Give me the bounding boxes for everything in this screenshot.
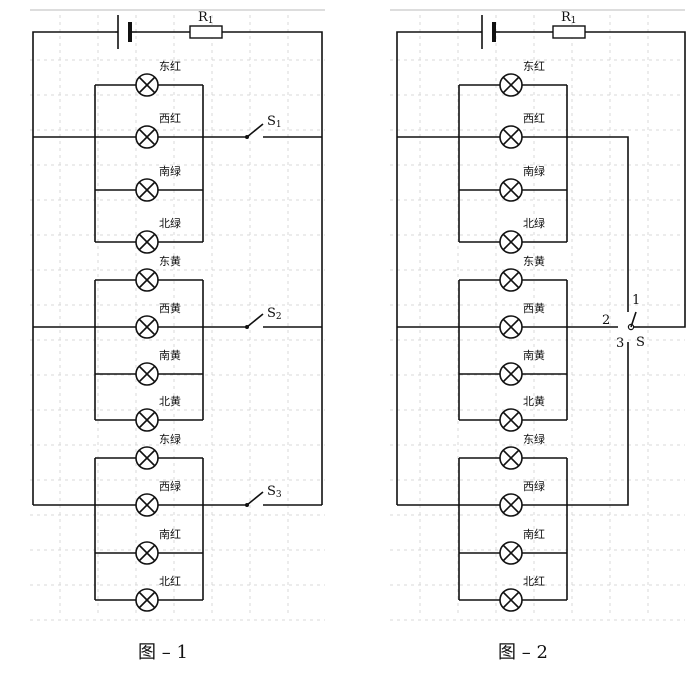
resistor-label-2: R1: [561, 10, 577, 26]
lamp: 西红: [459, 112, 567, 149]
wire-left-rail-2: [396, 31, 480, 505]
lamp-label: 东黄: [159, 254, 181, 268]
lamp-label: 西红: [159, 112, 181, 125]
resistor-label: R1: [198, 10, 214, 26]
battery: [115, 15, 137, 49]
resistor-r1-2: R1: [552, 10, 586, 39]
lamp-label: 南红: [159, 528, 181, 541]
lamp: 南红: [459, 528, 567, 565]
lamp-label: 南红: [523, 528, 545, 541]
lamp: 西绿: [95, 479, 203, 517]
switch-s3: S3: [245, 484, 282, 507]
lamp: 北绿: [95, 216, 203, 254]
lamp-label: 北黄: [523, 394, 545, 408]
lamp-label: 东绿: [159, 432, 181, 446]
resistor-r1: R1: [189, 10, 223, 39]
lamp: 北黄: [95, 394, 203, 432]
lamp-label: 北绿: [523, 216, 545, 230]
lamp-label: 东红: [159, 60, 181, 73]
switch-s2: S2: [245, 306, 282, 329]
terminal-3-label: 3: [616, 336, 624, 351]
lamp: 南红: [95, 528, 203, 565]
figure-1: R1 S1 S2 S3: [30, 9, 325, 663]
lamp-label: 西黄: [523, 301, 545, 315]
lamp-label: 东绿: [523, 432, 545, 446]
lamp-label: 西黄: [159, 301, 181, 315]
lamp-label: 东红: [523, 60, 545, 73]
wire-left-rail: [32, 31, 115, 505]
wire-top-right-2: [585, 31, 686, 328]
lamp: 西黄: [459, 301, 567, 339]
lamp: 东红: [459, 60, 567, 97]
grid-background: [30, 15, 685, 621]
lamp: 东绿: [459, 432, 567, 470]
terminal-2-label: 2: [602, 313, 610, 328]
lamp-label: 南绿: [523, 164, 545, 178]
lamp: 东绿: [95, 432, 203, 470]
switch-s3-label: S3: [267, 484, 282, 500]
lamp: 北黄: [459, 394, 567, 432]
switch-s1: S1: [245, 114, 282, 139]
lamp: 北绿: [459, 216, 567, 254]
switch-s2-label: S2: [267, 306, 282, 322]
lamp-label: 北绿: [159, 216, 181, 230]
lamp-label: 西红: [523, 112, 545, 125]
lamp: 北红: [459, 575, 567, 612]
lamp-label: 北红: [159, 575, 181, 588]
wire-f2-g3-to-switch: [567, 352, 629, 506]
lamp: 南黄: [459, 348, 567, 386]
lamp-label: 北黄: [159, 394, 181, 408]
lamp-label: 南黄: [159, 348, 181, 362]
caption-figure-2: 图 – 2: [498, 642, 548, 663]
lamp: 西红: [95, 112, 203, 149]
battery-2: [480, 15, 500, 49]
lamp: 西绿: [459, 479, 567, 517]
wire-f2-g1-to-switch: [567, 136, 629, 302]
lamp: 北红: [95, 575, 203, 612]
switch-s-label: S: [636, 335, 645, 350]
lamp: 东黄: [459, 254, 567, 292]
lamp: 西黄: [95, 301, 203, 339]
lamp-label: 南绿: [159, 164, 181, 178]
switch-s: 1 2 3 S: [602, 293, 645, 352]
caption-figure-1: 图 – 1: [138, 642, 188, 663]
terminal-1-label: 1: [632, 293, 640, 308]
lamp: 东红: [95, 60, 203, 97]
lamp-label: 北红: [523, 575, 545, 588]
lamp: 东黄: [95, 254, 203, 292]
wire-top-right: [222, 31, 323, 505]
lamp: 南绿: [459, 164, 567, 202]
lamp-label: 西绿: [159, 479, 181, 493]
lamp: 南绿: [95, 164, 203, 202]
lamp-label: 西绿: [523, 479, 545, 493]
lamp: 南黄: [95, 348, 203, 386]
switch-s1-label: S1: [267, 114, 282, 130]
lamp-label: 南黄: [523, 348, 545, 362]
lamp-label: 东黄: [523, 254, 545, 268]
